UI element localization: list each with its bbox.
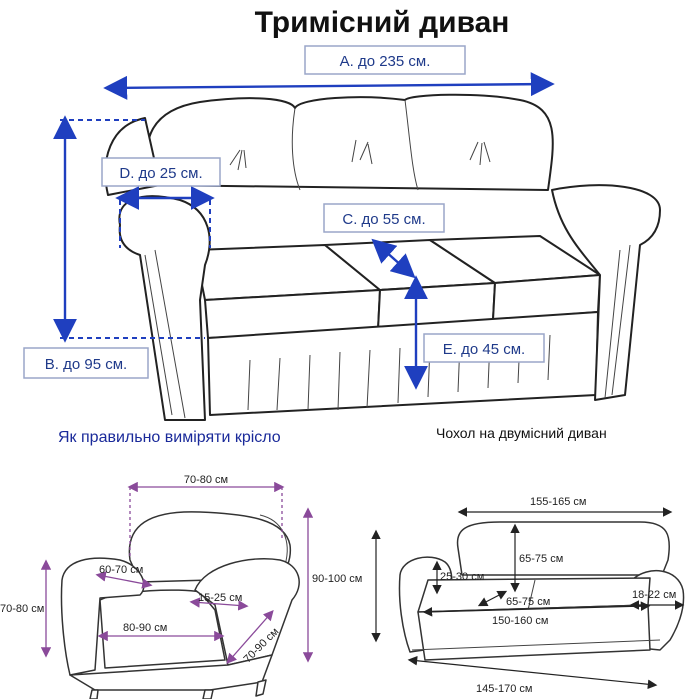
chair-arm-height-label: 70-80 см	[0, 603, 44, 615]
label-e: E. до 45 см.	[423, 333, 545, 363]
label-c: C. до 55 см.	[323, 203, 445, 233]
label-a: A. до 235 см.	[304, 45, 466, 75]
svg-text:E. до 45 см.: E. до 45 см.	[443, 341, 525, 358]
sofa-measure-arrows	[53, 72, 555, 390]
sofa-seat-depth-label: 65-75 см	[506, 596, 550, 608]
svg-text:B. до 95 см.: B. до 95 см.	[45, 356, 127, 373]
label-b: B. до 95 см.	[23, 347, 149, 379]
svg-text:C. до 55 см.: C. до 55 см.	[342, 211, 425, 228]
caption-sofa-cover: Чохол на двумісний диван	[436, 425, 607, 441]
sofa-back-height-label: 65-75 см	[519, 553, 563, 565]
armchair-drawing	[60, 511, 300, 699]
sofa-total-width-label: 145-170 см	[476, 683, 533, 695]
caption-chair-howto: Як правильно виміряти крісло	[58, 429, 281, 446]
chair-arm-width-label: 15-25 см	[198, 592, 242, 604]
svg-text:D. до 25 см.: D. до 25 см.	[119, 165, 202, 182]
arrow-a	[103, 72, 555, 100]
arrow-c	[371, 238, 416, 279]
armchair-dim-labels: 70-80 см 90-100 см 70-80 см 60-70 см 15-…	[0, 474, 362, 665]
label-d: D. до 25 см.	[101, 157, 221, 187]
chair-seat-width-label: 80-90 см	[123, 622, 167, 634]
chair-height-label: 90-100 см	[312, 573, 362, 585]
chair-back-depth-label: 60-70 см	[99, 564, 143, 576]
page-title: Тримісний диван	[255, 6, 510, 39]
sofa-arm-height-label: 25-30 см	[440, 571, 484, 583]
two-seat-sofa-measure-arrows	[371, 507, 685, 690]
sofa-top-width-label: 155-165 см	[530, 496, 587, 508]
sofa-seat-width-label: 150-160 см	[492, 615, 549, 627]
chair-width-label: 70-80 см	[184, 474, 228, 486]
sofa-arm-width-label: 18-22 см	[632, 589, 676, 601]
three-seat-sofa-drawing	[104, 93, 661, 421]
armchair-measure-arrows	[40, 481, 314, 664]
two-seat-sofa-dim-labels: 155-165 см 65-75 см 25-30 см 65-75 см 15…	[440, 496, 676, 695]
svg-text:A. до 235 см.: A. до 235 см.	[340, 53, 431, 70]
